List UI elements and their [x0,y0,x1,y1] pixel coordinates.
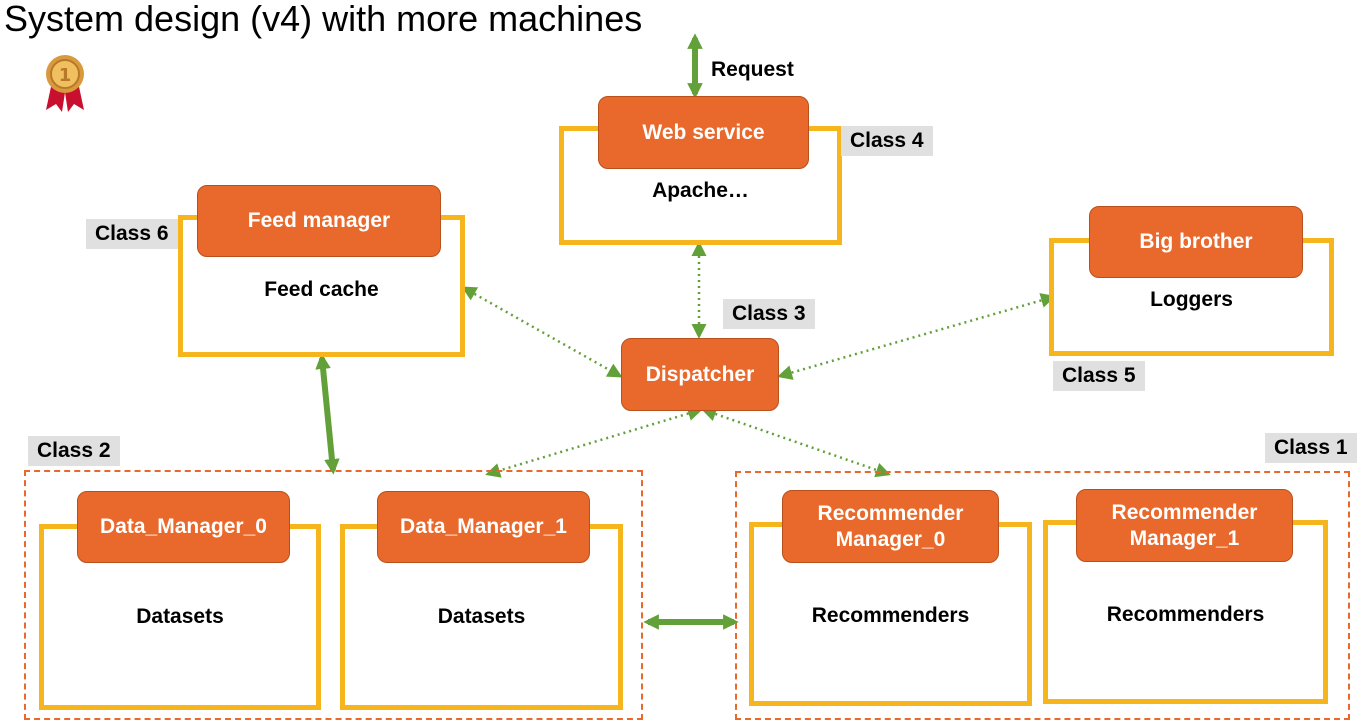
data-manager-0-body: Datasets [136,605,224,628]
dispatcher-recommender-link [701,406,891,478]
data-manager-1-body: Datasets [437,605,526,628]
big-brother-body: Loggers [1150,288,1233,311]
recommender-manager-1-header: Recommender Manager_1 [1076,489,1293,562]
slide-title: System design (v4) with more machines [4,0,643,39]
big-brother-class-label: Class 5 [1053,361,1145,391]
dispatcher-class-label: Class 3 [723,299,815,329]
feed-dispatcher-link [461,286,623,378]
web-service-class-label: Class 4 [841,126,933,156]
web-service-body: Apache… [652,179,749,202]
feed-manager-header: Feed manager [197,185,441,257]
request-label: Request [711,58,794,81]
data-manager-0-header: Data_Manager_0 [77,491,290,563]
web-service-header: Web service [598,96,809,169]
big-brother-header: Big brother [1089,206,1303,278]
data-manager-1-header: Data_Manager_1 [377,491,590,563]
recommender-managers-class-label: Class 1 [1265,433,1357,463]
data-managers-group [24,470,643,720]
recommender-manager-1-body: Recommenders [1106,603,1265,626]
svg-text:1: 1 [59,65,72,86]
recommender-managers-group [735,471,1350,720]
dispatcher-node: Dispatcher [621,338,779,411]
gold-medal-icon: 1 [46,55,84,112]
dispatcher-data-link [485,406,703,478]
feed-data-arrow [315,353,340,475]
recommender-manager-0-header: Recommender Manager_0 [782,490,999,563]
recommender-manager-0-body: Recommenders [811,604,970,627]
logger-dispatcher-link [777,293,1056,380]
feed-manager-class-label: Class 6 [86,219,178,249]
feed-manager-body: Feed cache [264,278,379,301]
data-managers-class-label: Class 2 [28,436,120,466]
